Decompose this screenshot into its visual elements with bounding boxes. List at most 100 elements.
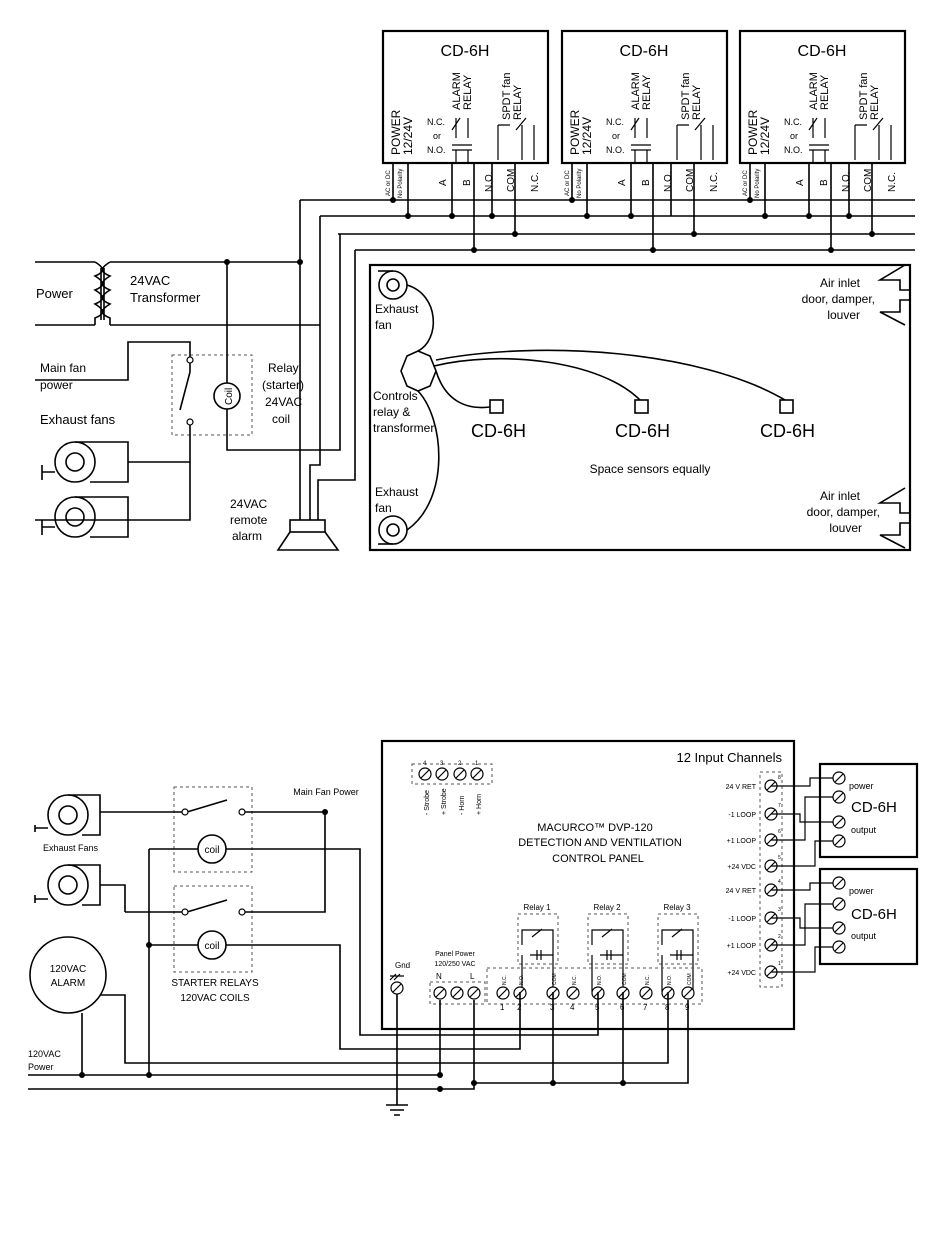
exhaust-fan-icon	[41, 441, 190, 483]
terminal-b: B	[819, 179, 830, 186]
relay-terminal-label: N.O.	[597, 975, 603, 985]
or-label: or	[790, 131, 798, 141]
panel-power-label-2: 120/250 VAC	[434, 961, 475, 968]
panel-name-2: DETECTION AND VENTILATION	[518, 837, 682, 849]
strobe-num: 2	[458, 761, 462, 767]
ac-dc-label: AC or DC	[386, 170, 392, 196]
sensor-power-label: power	[849, 886, 874, 896]
panel-name-1: MACURCO™ DVP-120	[537, 822, 653, 834]
relay-label-4: coil	[272, 412, 290, 426]
spdt-relay-label: RELAY	[869, 84, 881, 120]
terminal-b: B	[462, 179, 473, 186]
controller-3-labels: POWER 12/24V ALARM RELAY SPDT fan RELAY …	[743, 72, 898, 198]
terminal-com: COM	[685, 169, 696, 192]
no-polarity-label: No Polarity	[577, 169, 583, 198]
l-label: L	[470, 972, 475, 981]
air-top-label-2: door, damper,	[802, 292, 875, 306]
cd6h-sensor-1: power CD-6H output	[818, 762, 919, 859]
power-label: Power	[36, 286, 74, 301]
relay-2-label: Relay 2	[593, 903, 621, 912]
controls-label-3: transformer	[373, 421, 434, 435]
exhaust-fans-label: Exhaust fans	[40, 412, 116, 427]
exhaust-fan-icon	[41, 496, 129, 538]
alarm-label-1: 24VAC	[230, 497, 267, 511]
air-bot-label-2: door, damper,	[807, 505, 880, 519]
alarm-relay-label: RELAY	[819, 74, 831, 110]
nc-label: N.C.	[784, 117, 802, 127]
air-bot-label-3: louver	[829, 521, 862, 535]
coil-label-2: coil	[204, 941, 219, 952]
spdt-label: SPDT fan	[680, 73, 692, 121]
strobe-term-4: + Horn	[476, 794, 483, 815]
alarm-bell-icon	[29, 936, 107, 1014]
terminal-a: A	[795, 179, 806, 186]
main-fan-power-label: Main Fan Power	[293, 787, 359, 797]
sensor-icon	[634, 399, 649, 414]
or-label: or	[612, 131, 620, 141]
no-polarity-label: No Polarity	[755, 169, 761, 198]
relay-terminal-number: 1	[500, 1003, 505, 1012]
input-terminal-number: 1	[778, 961, 781, 967]
strobe-horn-terminals: - Strobe + Strobe - Horn + Horn 4 3 2 1	[411, 761, 493, 815]
power-voltage-label: 12/24V	[758, 117, 772, 155]
cd6h-controller-2: CD-6H	[560, 29, 729, 165]
relay-terminal-number: 4	[570, 1003, 575, 1012]
input-terminal-number: 6	[778, 829, 781, 835]
input-terminal-label: -1 LOOP	[728, 916, 756, 923]
sensor-title: CD-6H	[851, 799, 897, 816]
nc-label: N.C.	[606, 117, 624, 127]
relay-terminal-label: N.C.	[645, 975, 651, 985]
spacing-label: Space sensors equally	[590, 462, 711, 476]
cd6h-sensor-2: power CD-6H output	[818, 867, 919, 966]
coil-label: Coil	[224, 388, 235, 405]
strobe-term-2: + Strobe	[441, 788, 448, 815]
spdt-relay-label: RELAY	[512, 84, 524, 120]
relay-terminal-label: COM	[622, 973, 628, 985]
controls-hexagon: Controls relay & transformer	[373, 350, 437, 435]
terminal-no: N.O.	[663, 171, 674, 192]
exhaust-fan-bottom: Exhaust fan	[375, 485, 419, 545]
diagram-2: 12 Input Channels MACURCO™ DVP-120 DETEC…	[28, 739, 919, 1116]
or-label: or	[433, 131, 441, 141]
sensor-output-label: output	[851, 825, 877, 835]
relay-terminal-label: N.O.	[667, 975, 673, 985]
alarm-label: ALARM	[451, 72, 463, 110]
power-label-2: Power	[28, 1062, 54, 1072]
sensor-label-2: CD-6H	[615, 421, 670, 441]
sensor-power-label: power	[849, 781, 874, 791]
alarm-120vac: 120VAC ALARM 120VAC Power	[28, 936, 689, 1116]
terminal-nc: N.C.	[887, 172, 898, 192]
strobe-num: 1	[475, 761, 479, 767]
ac-dc-label: AC or DC	[743, 170, 749, 196]
nc-label: N.C.	[427, 117, 445, 127]
no-label: N.O.	[784, 145, 803, 155]
panel-name-3: CONTROL PANEL	[552, 853, 644, 865]
sensor-label-1: CD-6H	[471, 421, 526, 441]
exhaust-top-label-1: Exhaust	[375, 302, 419, 316]
channels-label: 12 Input Channels	[676, 750, 782, 765]
starter-relay: Coil Main fan power Relay (starter) 24VA…	[35, 234, 341, 521]
exhaust-fans-left: Exhaust fans	[40, 412, 190, 538]
strobe-term-3: - Horn	[459, 795, 466, 815]
exhaust-fan-top: Exhaust fan	[375, 270, 419, 332]
relay-terminal-label: N.C.	[572, 975, 578, 985]
relay-terminal-label: COM	[687, 973, 693, 985]
dvp120-panel	[380, 739, 796, 1031]
remote-alarm-horn: 24VAC remote alarm	[230, 250, 356, 551]
input-terminal-label: +24 VDC	[727, 864, 756, 871]
strobe-term-1: - Strobe	[424, 790, 431, 815]
exhaust-fans-label: Exhaust Fans	[43, 843, 99, 853]
input-terminal-label: +24 VDC	[727, 970, 756, 977]
terminal-a: A	[438, 179, 449, 186]
power-voltage-label: 12/24V	[580, 117, 594, 155]
relay-terminal-label: COM	[552, 973, 558, 985]
no-polarity-label: No Polarity	[398, 169, 404, 198]
air-top-label-3: louver	[827, 308, 860, 322]
controller-box	[738, 29, 907, 165]
starter-label-2: 120VAC COILS	[180, 993, 250, 1004]
power-label: POWER	[389, 109, 403, 155]
alarm-label-2: ALARM	[51, 978, 85, 989]
relay-1-label: Relay 1	[523, 903, 551, 912]
